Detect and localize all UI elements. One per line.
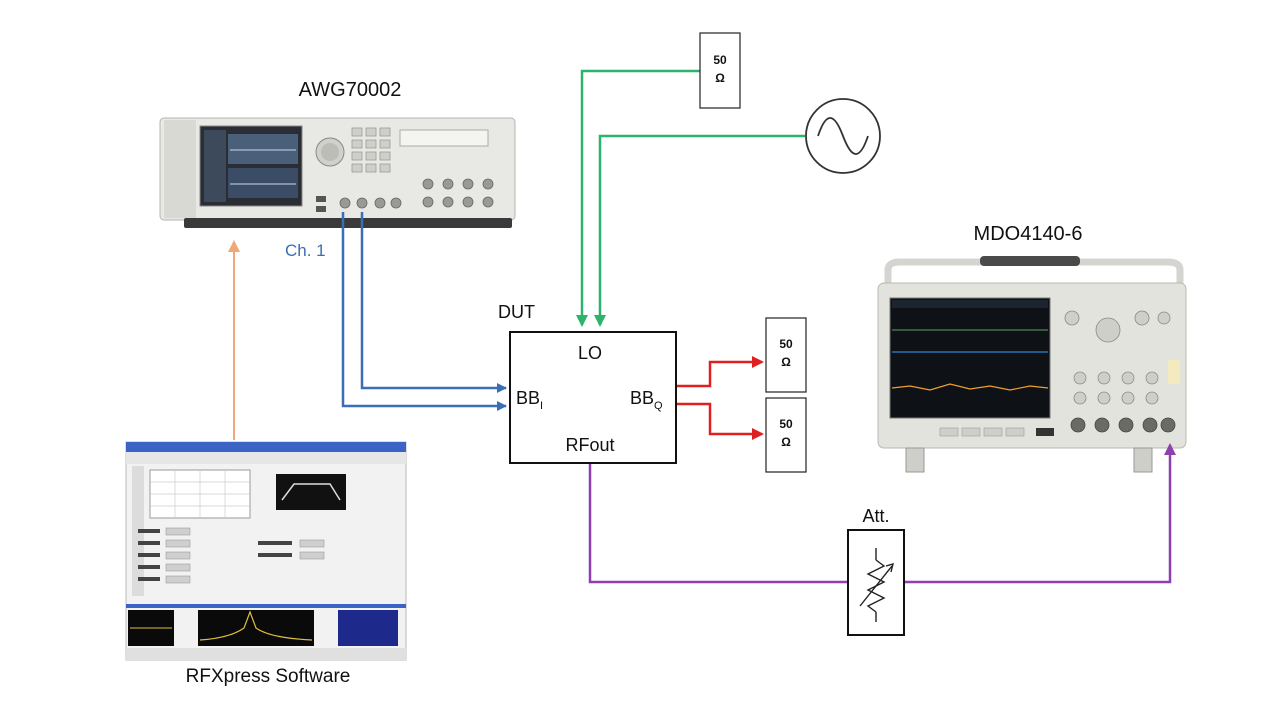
rfout-line	[588, 464, 848, 584]
bbq-subscript: Q	[654, 400, 663, 412]
termination-top-unit: Ω	[715, 71, 725, 85]
resistor-icon	[859, 548, 894, 622]
baseband-i-line	[360, 212, 507, 393]
lo-port-label: LO	[578, 343, 602, 363]
bbi-subscript: I	[540, 400, 543, 412]
termination-lower-value: 50	[779, 417, 793, 431]
bbi-main: BB	[516, 388, 540, 408]
scope-input-line	[904, 443, 1176, 584]
output-lower-line	[676, 402, 764, 440]
attenuator-label: Att.	[862, 506, 889, 526]
bbi-port-label: BBI	[516, 388, 543, 412]
sine-source-icon	[805, 98, 881, 174]
dut-title: DUT	[498, 302, 535, 322]
oscilloscope-icon	[877, 256, 1187, 473]
termination-upper-value: 50	[779, 337, 793, 351]
output-upper-line	[676, 356, 764, 388]
awg-instrument-icon	[159, 117, 516, 228]
mdo-name-label: MDO4140-6	[974, 223, 1083, 245]
bbq-main: BB	[630, 388, 654, 408]
ch1-label: Ch. 1	[285, 241, 326, 260]
rfout-port-label: RFout	[565, 435, 614, 455]
termination-right-lower: 50 Ω	[765, 397, 807, 473]
dut-block	[509, 331, 677, 464]
attenuator-block	[847, 529, 905, 636]
termination-right-upper: 50 Ω	[765, 317, 807, 393]
software-screenshot-icon	[125, 441, 407, 661]
bbq-port-label: BBQ	[630, 388, 663, 412]
software-label: RFXpress Software	[186, 666, 351, 687]
lo-termination-line	[576, 69, 700, 327]
termination-upper-unit: Ω	[781, 355, 791, 369]
termination-top-value: 50	[713, 53, 727, 67]
awg-name-label: AWG70002	[299, 79, 402, 101]
baseband-q-line	[341, 212, 507, 411]
termination-top: 50 Ω	[699, 32, 741, 109]
termination-lower-unit: Ω	[781, 435, 791, 449]
lo-source-line	[594, 134, 805, 327]
